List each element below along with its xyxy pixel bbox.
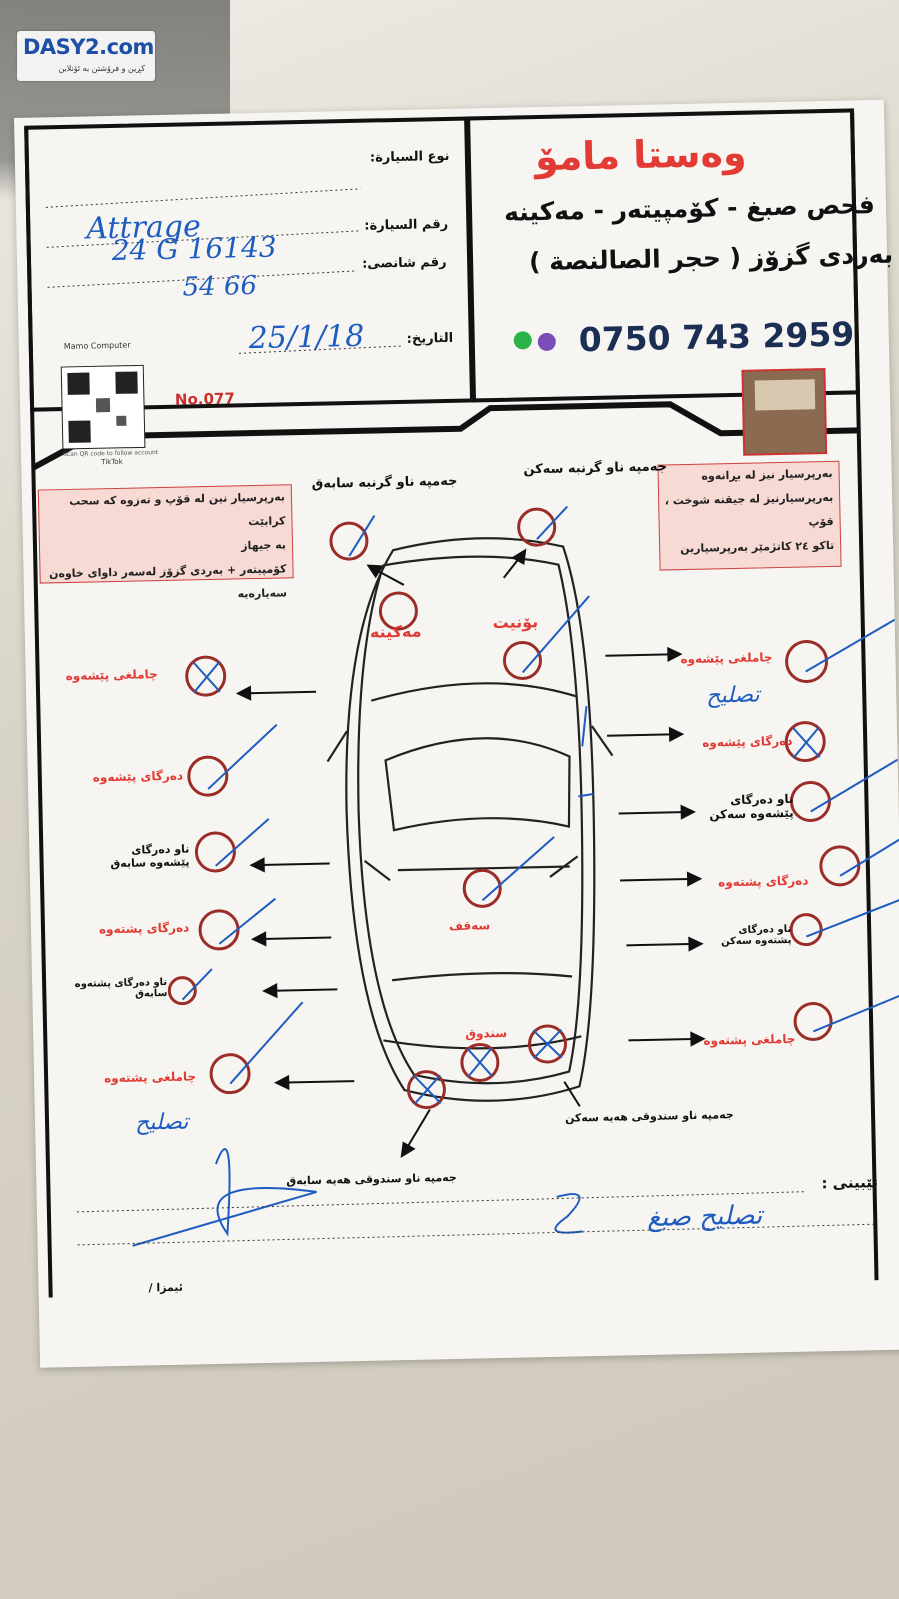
viber-icon <box>537 332 556 351</box>
right-inner-rear-door-label: ناو دەرگای پشتەوە سەکن <box>720 923 792 948</box>
whatsapp-icon <box>513 331 532 350</box>
left-front-fender-label: چاملغی پێشەوە <box>65 667 158 684</box>
date-label: التاريخ: <box>406 330 454 347</box>
arrows <box>235 548 706 1159</box>
roof-front-left-label: جەمپە ناو گرنبە سابەق <box>311 473 458 492</box>
right-notice-3: تاکو ٢٤ کاتژمێر بەرپرسیارین <box>679 538 835 556</box>
car-outline <box>326 537 614 1102</box>
left-notice-box: بەرپرسیار نین لە قۆپ و تەزوە کە سحب کراب… <box>37 484 294 600</box>
right-front-fender-label: چاملغی پێشەوە <box>680 650 773 667</box>
date-value: 25/1/18 <box>248 318 365 357</box>
site-watermark: DASY2.com کڕین و فرۆشتن بە ئۆنلاین <box>17 31 155 81</box>
right-front-door-label: دەرگای پێشەوە <box>702 733 793 750</box>
car-type-line <box>45 188 361 208</box>
qr-label: Mamo Computer <box>63 340 131 352</box>
left-inner-front-door-label: ناو دەرگای پێشەوە سابەق <box>110 842 190 871</box>
bonnet-label: بۆنیت <box>492 612 539 633</box>
left-front-door-label: دەرگای پێشەوە <box>92 768 184 785</box>
roof-front-right-label: جەمپە ناو گرنبە سەکن <box>523 459 668 478</box>
right-notice-box: بەرپرسیار نیز لە بڕانەوە بەرپرسیارنیز لە… <box>657 460 842 571</box>
engine-label: مەکینە <box>369 621 422 642</box>
pen-marks <box>132 505 899 1247</box>
left-inner-rear-door-label: ناو دەرگای پشتەوە سابەق <box>74 976 168 1000</box>
shop-name: وەستا مامۆ <box>534 130 747 180</box>
notes-line-2 <box>77 1223 878 1246</box>
signature-label: ئیمزا / <box>148 1280 184 1295</box>
left-rear-door-label: دەرگای پشتەوە <box>98 920 190 937</box>
qr-module <box>95 398 111 413</box>
chassis-label: رقم شانصى: <box>361 254 447 272</box>
roof-label: سەقف <box>448 918 491 934</box>
left-rear-fender-label: چاملغی پشتەوە <box>103 1069 197 1086</box>
qr-module <box>116 415 127 426</box>
plate-label: رقم السيارة: <box>364 216 449 234</box>
right-rear-door-label: دەرگای پشتەوە <box>718 873 809 890</box>
right-border <box>850 110 879 1281</box>
sheet-number: No.077 <box>174 389 235 409</box>
right-rear-fender-label: چاملغی پشتەوە <box>703 1031 796 1048</box>
plate-value: 24 G 16143 <box>111 230 277 267</box>
right-notice-2: بەرپرسیارنیز لە جیقنە شوخت ، قۆپ <box>664 490 834 529</box>
notes-line-1 <box>76 1191 807 1213</box>
left-rear-fender-note: تصليح <box>134 1109 189 1136</box>
right-front-fender-note: تصليح <box>705 682 760 709</box>
phone-number: 0750 743 2959 <box>578 314 855 360</box>
watermark-tagline: کڕین و فرۆشتن بە ئۆنلاین <box>58 64 145 73</box>
chassis-line <box>47 270 358 288</box>
qr-corner <box>68 420 91 443</box>
qr-corner <box>115 371 138 394</box>
car-type-label: نوع السيارة: <box>369 148 450 166</box>
chassis-value: 54 66 <box>182 270 258 303</box>
inspection-sheet: وەستا مامۆ فحص صبغ - کۆمپیتەر - مەکینە ب… <box>14 99 899 1368</box>
left-notice-3: کۆمپیتەر + بەردی گزۆز لەسەر داوای خاوەن … <box>48 562 288 601</box>
photo-highlight <box>754 379 816 411</box>
notes-value: تصليح صبغ <box>646 1200 763 1233</box>
watermark-brand: DASY2.com <box>23 35 154 59</box>
right-inner-front-door-label: ناو دەرگای پێشەوە سەکن <box>709 791 794 822</box>
divider-line <box>31 401 859 471</box>
left-notice-1: بەرپرسیار نین لە قۆپ و تەزوە کە سحب کراب… <box>68 490 286 529</box>
qr-corner <box>67 372 90 395</box>
left-border <box>24 127 53 1298</box>
trunk-label: سندوق <box>465 1025 508 1041</box>
sheet-lines <box>24 108 899 1298</box>
notes-label: تێبینی : <box>821 1173 879 1193</box>
tiktok-label: TikTok <box>101 457 123 467</box>
